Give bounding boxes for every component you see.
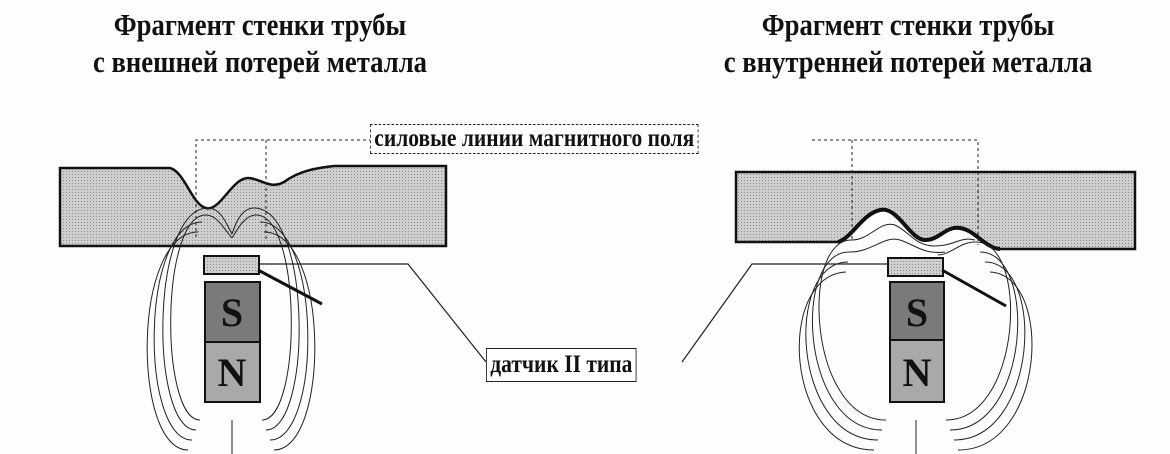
magnet-south-left: [204, 281, 261, 343]
title-left: Фрагмент стенки трубы с внешней потерей …: [36, 6, 483, 80]
pole-s-right: S: [906, 290, 928, 335]
title-left-line1: Фрагмент стенки трубы: [113, 7, 407, 42]
sensor-right: [887, 257, 944, 277]
sensor-lead-right: [941, 268, 1007, 308]
sensor-left: [203, 255, 260, 275]
sensor-lead-left: [257, 268, 323, 306]
pole-n-right: N: [903, 350, 932, 395]
pipe-wall-left: [58, 164, 448, 248]
field-lines-right: [798, 223, 1033, 454]
field-lines-left: [146, 207, 316, 454]
defect-edge-right: [837, 207, 1001, 251]
magnet-north-right: [889, 339, 945, 403]
magnet-south-right: [889, 281, 945, 341]
title-right-line2: с внутренней потерей металла: [723, 44, 1093, 79]
sensor-label: датчик II типа: [486, 348, 637, 382]
field-lines-label: силовые линии магнитного поля: [370, 124, 699, 154]
field-label-leaders: [195, 139, 979, 245]
magnet-north-left: [204, 341, 261, 403]
sensor-label-leaders: [260, 263, 888, 363]
pole-n-left: N: [218, 350, 247, 395]
title-right-line1: Фрагмент стенки трубы: [761, 7, 1055, 42]
title-right: Фрагмент стенки трубы с внутренней потер…: [684, 6, 1131, 80]
pole-s-left: S: [221, 290, 243, 335]
title-left-line2: с внешней потерей металла: [92, 44, 428, 79]
